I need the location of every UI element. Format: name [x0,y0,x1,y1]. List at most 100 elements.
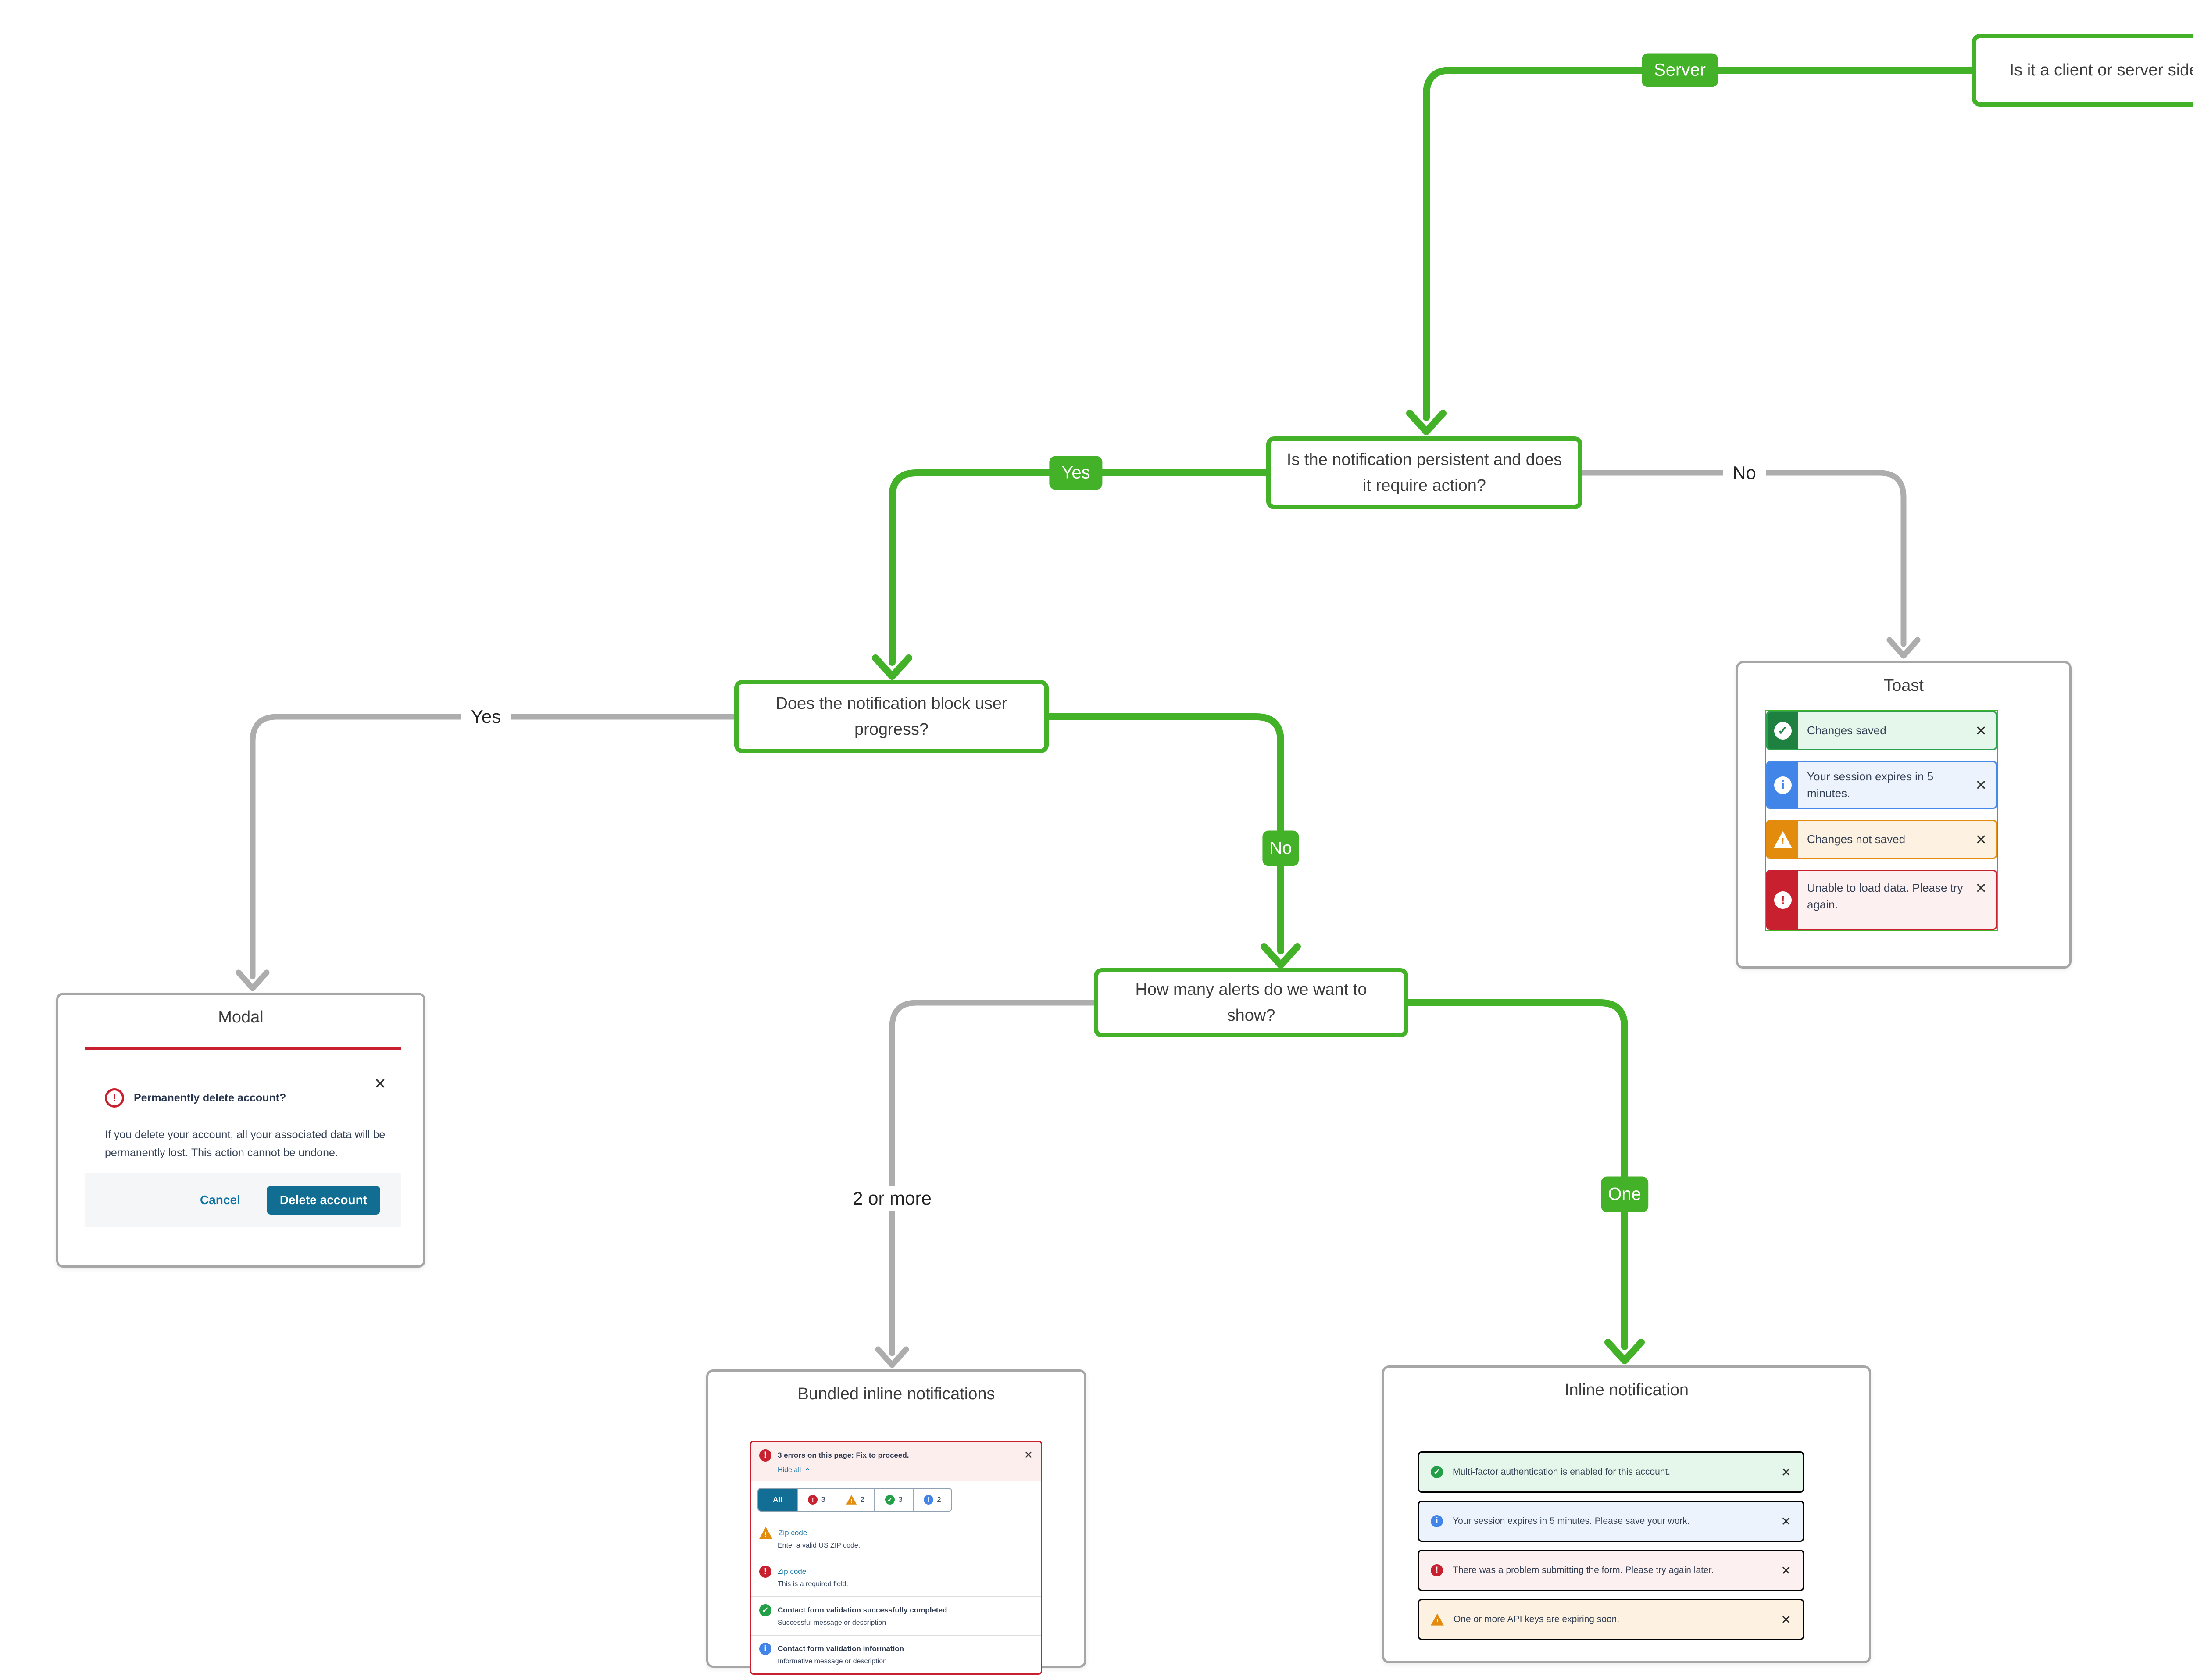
toast-message: Changes not saved [1807,833,1906,846]
close-icon[interactable]: ✕ [1781,1612,1791,1626]
edge-no-persistent-arrow-icon [1886,637,1921,659]
bundle-header: ! 3 errors on this page: Fix to proceed.… [751,1442,1041,1481]
toast-warning: ! Changes not saved ✕ [1766,820,1997,859]
inline-alert-warning: ! One or more API keys are expiring soon… [1418,1599,1804,1640]
edge-yes-persistent-line [889,469,1270,666]
tab-errors[interactable]: !3 [797,1489,836,1511]
notification-row-link[interactable]: Zip code [779,1528,807,1537]
bundled-notifications-panel: Bundled inline notifications ! 3 errors … [706,1369,1086,1675]
decision-alert-count: How many alerts do we want to show? [1094,968,1408,1037]
decision-text: Does the notification block user progres… [775,694,1007,739]
close-icon[interactable]: ✕ [1975,722,1987,739]
chevron-up-icon: ⌃ [804,1468,811,1475]
alert-glyph: ! [113,1092,116,1104]
close-icon[interactable]: ✕ [1975,777,1987,793]
delete-account-dialog: ✕ ! Permanently delete account? If you d… [85,1047,401,1227]
error-icon: ! [759,1449,771,1462]
edge-yes-persistent-arrow-icon [872,654,912,680]
info-icon: i [1431,1515,1443,1527]
hide-all-label: Hide all [778,1466,801,1474]
delete-account-button[interactable]: Delete account [266,1185,380,1215]
dialog-heading: Permanently delete account? [134,1091,286,1104]
panel-title: Inline notification [1564,1381,1689,1399]
info-icon: i [924,1495,934,1505]
label-yes-block: Yes [461,704,511,729]
edge-yes-block-arrow-icon [236,969,270,991]
warning-icon: ! [846,1495,857,1505]
success-icon: ✓ [1431,1466,1443,1478]
edge-no-persistent-line [1579,470,1907,647]
close-icon[interactable]: ✕ [1975,831,1987,847]
inline-notification-panel: Inline notification ✓ Multi-factor authe… [1382,1365,1871,1663]
decision-client-or-server: Is it a client or server side error? [1972,34,2193,107]
warning-icon: ! [1431,1613,1444,1626]
inline-alert-success: ✓ Multi-factor authentication is enabled… [1418,1451,1804,1493]
success-icon: ✓ [1768,712,1798,749]
close-icon[interactable]: ✕ [1975,880,1987,897]
edge-one-line [1405,999,1628,1350]
check-glyph: ✓ [1433,1467,1440,1477]
label-yes-persistent: Yes [1049,456,1103,490]
edge-two-or-more-line [889,1000,1097,1356]
edge-yes-block-line [250,714,737,979]
warning-icon: ! [1768,821,1798,858]
tab-warnings[interactable]: !2 [836,1489,874,1511]
modal-example-panel: Modal ✕ ! Permanently delete account? If… [56,993,425,1268]
close-icon[interactable]: ✕ [374,1076,387,1092]
inline-alert-error: ! There was a problem submitting the for… [1418,1550,1804,1591]
decision-text: How many alerts do we want to show? [1135,980,1367,1025]
alert-message: Multi-factor authentication is enabled f… [1453,1467,1671,1477]
decision-text: Is it a client or server side error? [2009,61,2193,79]
error-icon: ! [759,1566,771,1578]
close-icon[interactable]: ✕ [1781,1514,1791,1528]
hide-all-toggle[interactable]: Hide all ⌃ [778,1466,1033,1475]
info-glyph: i [1436,1516,1438,1526]
close-icon[interactable]: ✕ [1781,1563,1791,1577]
close-icon[interactable]: ✕ [1024,1449,1033,1461]
bundle-summary: 3 errors on this page: Fix to proceed. [778,1451,909,1459]
alert-message: One or more API keys are expiring soon. [1454,1614,1620,1624]
notification-row: ! Zip code Enter a valid US ZIP code. [751,1519,1041,1558]
success-icon: ✓ [885,1495,895,1505]
edge-no-block-arrow-icon [1261,943,1301,969]
toast-info: i Your session expires in 5 minutes. ✕ [1766,761,1997,809]
label-no-block: No [1262,830,1299,866]
edge-server-arrow-icon [1406,410,1447,435]
panel-title: Modal [218,1008,264,1026]
error-icon: ! [1431,1564,1443,1576]
notification-row-link[interactable]: Zip code [778,1567,807,1576]
alert-glyph: ! [1781,836,1785,847]
info-glyph: i [1781,778,1785,792]
label-one: One [1601,1176,1648,1212]
error-icon: ! [105,1088,124,1108]
tab-label: All [773,1495,782,1504]
toast-message: Unable to load data. Please try again. [1807,881,1963,911]
toast-message: Your session expires in 5 minutes. [1807,770,1934,800]
label-server: Server [1642,53,1718,87]
dialog-body-text: If you delete your account, all your ass… [105,1129,386,1159]
tab-success[interactable]: ✓3 [874,1489,913,1511]
notification-row-desc: Successful message or description [778,1619,886,1626]
close-icon[interactable]: ✕ [1781,1465,1791,1479]
panel-title: Bundled inline notifications [797,1385,995,1403]
tab-all[interactable]: All [758,1489,797,1511]
error-icon: ! [808,1495,818,1505]
tab-count: 3 [821,1495,825,1504]
tab-count: 2 [860,1495,864,1504]
error-icon: ! [1768,871,1798,929]
alert-glyph: ! [764,1450,767,1460]
notification-row-desc: Informative message or description [778,1658,887,1665]
alert-message: There was a problem submitting the form.… [1453,1565,1714,1575]
toast-error: ! Unable to load data. Please try again.… [1766,870,1997,930]
cancel-button[interactable]: Cancel [200,1193,240,1207]
inline-alert-stack: ✓ Multi-factor authentication is enabled… [1418,1451,1804,1640]
inline-alert-info: i Your session expires in 5 minutes. Ple… [1418,1501,1804,1542]
dialog-footer: Cancel Delete account [85,1173,401,1227]
panel-title: Toast [1884,676,1924,695]
dialog-header: ! Permanently delete account? [105,1088,401,1108]
edge-two-or-more-arrow-icon [875,1346,909,1368]
notification-row-title: Contact form validation information [778,1644,904,1653]
